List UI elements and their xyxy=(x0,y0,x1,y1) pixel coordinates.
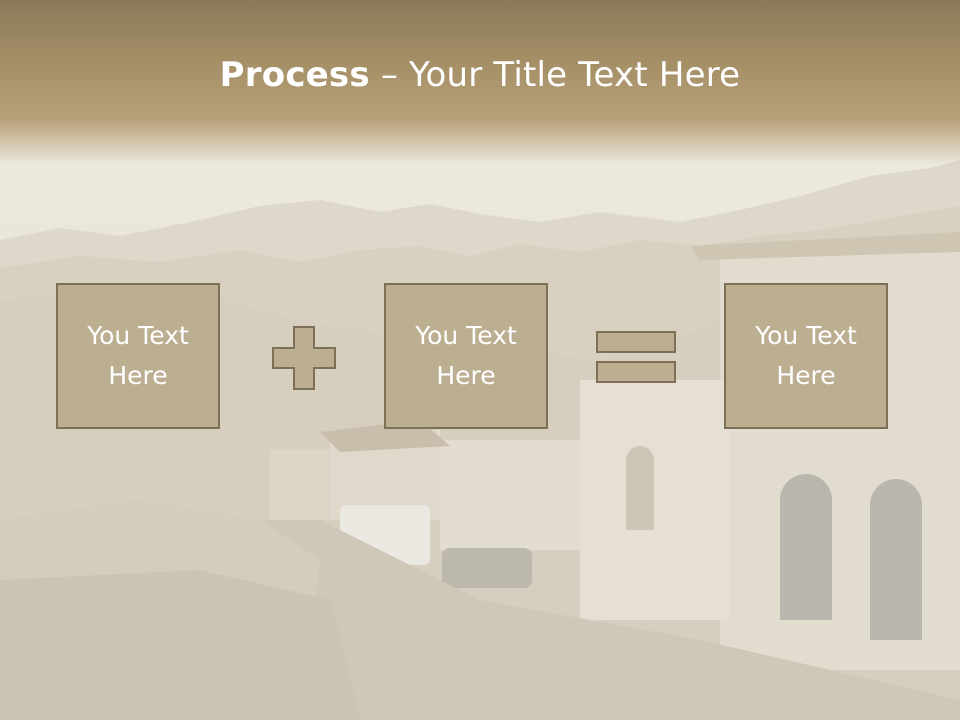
plus-icon xyxy=(272,326,336,390)
box-1-line-1: You Text xyxy=(87,321,189,350)
process-box-2[interactable]: You Text Here xyxy=(384,283,548,429)
box-1-line-2: Here xyxy=(108,361,168,390)
process-box-3[interactable]: You Text Here xyxy=(724,283,888,429)
box-2-line-2: Here xyxy=(436,361,496,390)
box-3-line-2: Here xyxy=(776,361,836,390)
title-separator: – xyxy=(369,55,410,95)
title-rest: Your Title Text Here xyxy=(409,55,741,95)
box-2-line-1: You Text xyxy=(415,321,517,350)
title-band xyxy=(0,0,960,165)
equals-icon xyxy=(596,331,676,383)
process-box-1[interactable]: You Text Here xyxy=(56,283,220,429)
title-bold: Process xyxy=(219,55,370,95)
box-3-line-1: You Text xyxy=(755,321,857,350)
slide-title: Process – Your Title Text Here xyxy=(0,52,960,98)
